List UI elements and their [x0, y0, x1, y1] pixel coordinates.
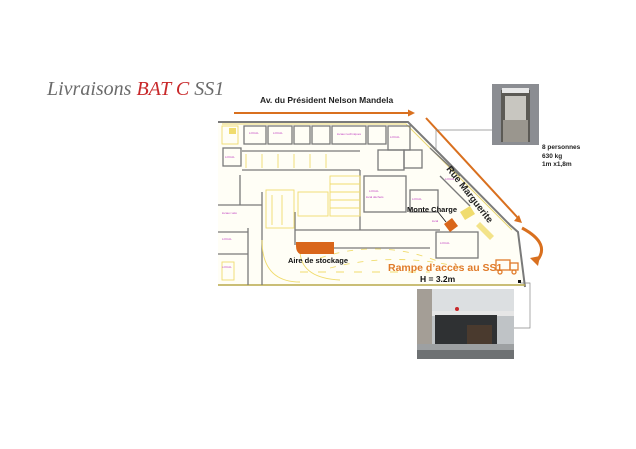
freight-lift-label: Monte Charge: [407, 205, 458, 214]
arrow-icon: [234, 109, 415, 117]
arrow-icon: [425, 117, 522, 223]
elevator-capacity-people: 8 personnes: [542, 144, 581, 151]
svg-text:LOCAL: LOCAL: [273, 131, 283, 135]
curved-arrow-icon: [521, 226, 544, 266]
elevator-photo: [492, 84, 539, 145]
truck-icon: [495, 259, 519, 275]
elevator-capacity-weight: 630 kg: [542, 152, 563, 160]
svg-text:LOCAL: LOCAL: [222, 265, 232, 269]
elevator-dimensions: 1m x1,8m: [542, 161, 572, 168]
svg-text:LOCAL: LOCAL: [445, 177, 455, 181]
svg-text:locaux techniques: locaux techniques: [337, 132, 362, 136]
svg-text:LOCAL: LOCAL: [412, 197, 422, 201]
elevator-info: 8 personnes 630 kg 1m x1,8m: [542, 144, 580, 170]
svg-text:local déchets: local déchets: [366, 195, 384, 199]
svg-text:LOCAL: LOCAL: [222, 237, 232, 241]
svg-text:LOCAL: LOCAL: [390, 135, 400, 139]
svg-text:locaux vélo: locaux vélo: [222, 211, 237, 215]
freight-lift-fill: [444, 218, 458, 232]
title-building: BAT C: [136, 78, 190, 100]
svg-text:LOCAL: LOCAL: [225, 155, 235, 159]
title-suffix: SS1: [189, 78, 225, 100]
svg-text:LOCAL: LOCAL: [249, 131, 259, 135]
ramp-height-label: H = 3.2m: [420, 274, 456, 284]
title-prefix: Livraisons: [47, 78, 137, 100]
slide-title: Livraisons BAT C SS1: [47, 78, 224, 101]
svg-text:LOCAL: LOCAL: [440, 241, 450, 245]
ramp-label: Rampe d’accès au SS1: [388, 262, 503, 274]
street-label-mandela: Av. du Président Nelson Mandela: [260, 95, 394, 105]
storage-area-label: Aire de stockage: [288, 256, 349, 265]
entrance-photo: [417, 289, 514, 359]
storage-area-fill: [296, 242, 334, 254]
svg-text:LOCAL: LOCAL: [369, 189, 379, 193]
svg-text:local: local: [432, 219, 439, 223]
